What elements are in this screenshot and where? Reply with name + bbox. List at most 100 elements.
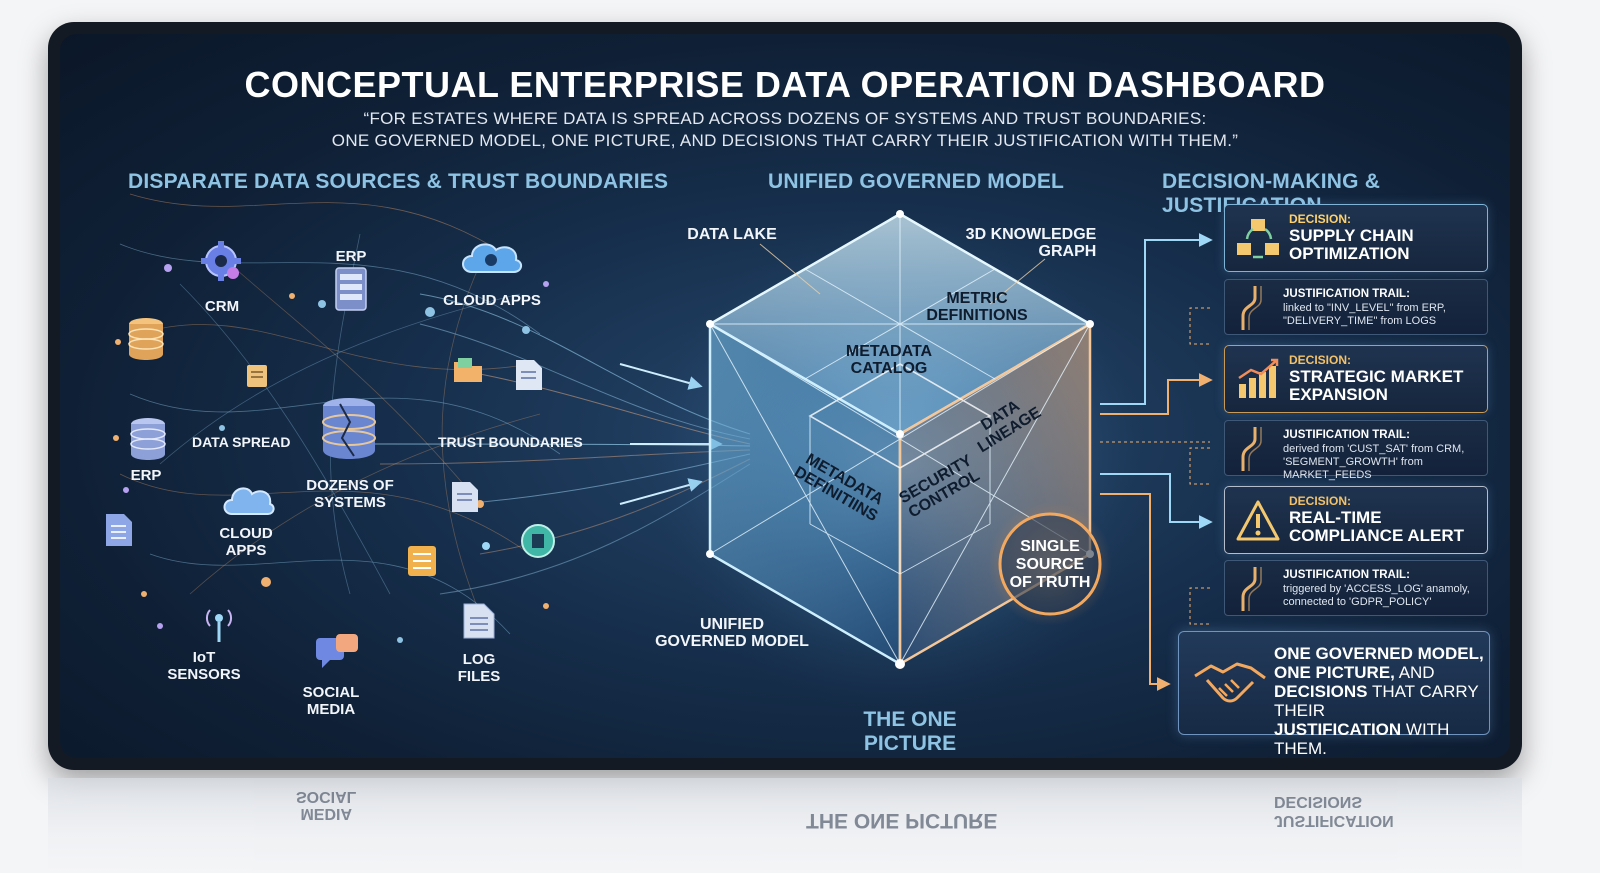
label-catalog-line-1: METADATA	[845, 343, 933, 360]
notes-icon	[408, 546, 436, 576]
database-icon-erp	[130, 418, 166, 460]
label-log-files: LOG FILES	[458, 651, 501, 685]
decision-title-line-1: SUPPLY CHAIN	[1289, 226, 1414, 245]
label-metric-definitions: METRIC DEFINITIONS	[926, 290, 1027, 324]
label-metric-line-1: METRIC	[946, 290, 1008, 307]
reflection-social-media: MEDIA SOCIAL	[296, 788, 356, 822]
diagram-artwork	[113, 193, 1213, 714]
decision-title: STRATEGIC MARKET EXPANSION	[1289, 368, 1484, 404]
reflection-summary: JUSTIFICATION DECISIONS	[1274, 792, 1394, 830]
trail-path-icon	[1241, 567, 1262, 611]
trail-text: linked to "INV_LEVEL" from ERP, "DELIVER…	[1283, 302, 1487, 328]
label-truth-line-2: SOURCE	[1015, 556, 1085, 573]
label-trust-boundaries: TRUST BOUNDARIES	[438, 434, 583, 450]
decision-kicker: DECISION:	[1289, 494, 1352, 508]
label-crm: CRM	[204, 298, 240, 315]
decision-connectors	[1100, 233, 1213, 691]
trail-text-line-2: connected to 'GDPR_POLICY'	[1283, 596, 1432, 608]
dashboard-panel: CONCEPTUAL ENTERPRISE DATA OPERATION DAS…	[60, 34, 1510, 758]
server-icon	[335, 267, 367, 311]
trail-kicker: JUSTIFICATION TRAIL:	[1283, 429, 1410, 441]
label-single-source-of-truth: SINGLE SOURCE OF TRUTH	[1010, 538, 1091, 592]
supply-chain-cycle-icon	[1237, 219, 1279, 259]
label-the-one-picture: THE ONE PICTURE	[863, 708, 957, 755]
summary-line-2: ONE PICTURE, AND	[1274, 663, 1486, 682]
decision-title-line-2: COMPLIANCE ALERT	[1289, 526, 1465, 545]
trail-path-icon	[1241, 286, 1262, 330]
gear-icon	[201, 241, 241, 281]
decision-kicker: DECISION:	[1289, 353, 1352, 367]
label-cloud-apps-top: CLOUD APPS	[443, 292, 541, 309]
small-document-icon	[247, 365, 267, 387]
reflection-one-picture: THE ONE PICTURE	[806, 809, 998, 832]
decision-title: REAL-TIME COMPLIANCE ALERT	[1289, 509, 1484, 545]
reflection-summary-line-3: DECISIONS	[1274, 793, 1363, 810]
label-ugm-line-1: UNIFIED	[699, 616, 764, 633]
decision-title-line-2: EXPANSION	[1289, 385, 1388, 404]
label-log-line-1: LOG	[462, 651, 496, 668]
summary-text: ONE GOVERNED MODEL, ONE PICTURE, AND DEC…	[1274, 644, 1486, 758]
monitor-frame: CONCEPTUAL ENTERPRISE DATA OPERATION DAS…	[48, 22, 1522, 770]
reflection-social-line-2: MEDIA	[300, 805, 352, 822]
summary-card[interactable]: ONE GOVERNED MODEL, ONE PICTURE, AND DEC…	[1178, 631, 1490, 758]
document-icon-right	[516, 360, 542, 390]
summary-line-2-rest: AND	[1394, 663, 1435, 682]
decision-card-supply-chain[interactable]: DECISION: SUPPLY CHAIN OPTIMIZATION	[1224, 204, 1488, 272]
label-kg-line-1: 3D KNOWLEDGE	[965, 226, 1097, 243]
decision-card-market-expansion[interactable]: DECISION: STRATEGIC MARKET EXPANSION	[1224, 345, 1488, 413]
trail-text-line-2: 'SEGMENT_GROWTH' from MARKET_FEEDS	[1283, 456, 1423, 481]
label-social-media: SOCIAL MEDIA	[303, 684, 360, 718]
label-catalog-line-2: CATALOG	[850, 360, 928, 377]
justification-trail-compliance-alert[interactable]: JUSTIFICATION TRAIL: triggered by 'ACCES…	[1224, 560, 1488, 616]
trail-kicker: JUSTIFICATION TRAIL:	[1283, 569, 1410, 581]
justification-trail-market-expansion[interactable]: JUSTIFICATION TRAIL: derived from 'CUST_…	[1224, 420, 1488, 481]
label-iot-line-1: IoT	[192, 649, 216, 666]
log-files-document-icon	[463, 603, 495, 639]
label-dozens-line-1: DOZENS OF	[306, 477, 394, 494]
justification-trail-supply-chain[interactable]: JUSTIFICATION TRAIL: linked to "INV_LEVE…	[1224, 279, 1488, 335]
trail-text-line-1: triggered by 'ACCESS_LOG' anamoly,	[1283, 583, 1470, 595]
decision-title-line-1: REAL-TIME	[1289, 508, 1382, 527]
label-iot-line-2: SENSORS	[167, 666, 241, 683]
column-heading-model: UNIFIED GOVERNED MODEL	[768, 170, 1065, 193]
summary-line-4-rest: WITH THEM.	[1274, 720, 1450, 758]
bar-chart-icon	[1238, 358, 1279, 398]
decision-title-line-1: STRATEGIC MARKET	[1289, 367, 1464, 386]
label-dozens-of-systems: DOZENS OF SYSTEMS	[306, 477, 394, 511]
trail-text-line-1: linked to "INV_LEVEL" from ERP,	[1283, 302, 1446, 314]
label-metric-line-2: DEFINITIONS	[926, 307, 1028, 324]
reflection-social-line-1: SOCIAL	[296, 788, 357, 805]
antenna-icon	[206, 609, 232, 642]
summary-line-3-rest: THAT CARRY THEIR	[1274, 682, 1479, 720]
decision-title-line-2: OPTIMIZATION	[1289, 244, 1410, 263]
cloud-apps-icon	[223, 487, 275, 515]
trail-text: triggered by 'ACCESS_LOG' anamoly, conne…	[1283, 583, 1487, 609]
summary-line-1: ONE GOVERNED MODEL,	[1274, 644, 1486, 663]
page-title: CONCEPTUAL ENTERPRISE DATA OPERATION DAS…	[244, 64, 1326, 105]
label-social-line-1: SOCIAL	[302, 684, 360, 701]
document-icon	[106, 514, 132, 546]
label-3d-knowledge-graph: 3D KNOWLEDGE GRAPH	[966, 226, 1097, 260]
label-unified-governed-model: UNIFIED GOVERNED MODEL	[655, 616, 809, 650]
trail-text-line-2: "DELIVERY_TIME" from LOGS	[1283, 315, 1437, 327]
subtitle-line-2: ONE GOVERNED MODEL, ONE PICTURE, AND DEC…	[331, 131, 1239, 150]
unified-model-cube	[650, 210, 1150, 714]
summary-line-1-bold: ONE GOVERNED MODEL,	[1274, 644, 1484, 663]
label-truth-line-3: OF TRUTH	[1009, 574, 1091, 591]
handshake-icon	[1194, 662, 1266, 703]
label-truth-line-1: SINGLE	[1020, 538, 1080, 555]
label-cloud-apps-line-2: APPS	[225, 542, 267, 559]
label-metadata-catalog: METADATA CATALOG	[846, 343, 932, 377]
label-iot-sensors: IoT SENSORS	[167, 649, 240, 683]
label-log-line-2: FILES	[457, 668, 501, 685]
folder-icon	[454, 358, 482, 382]
label-social-line-2: MEDIA	[306, 701, 356, 718]
document-icon-center	[452, 482, 478, 512]
decision-card-compliance-alert[interactable]: DECISION: REAL-TIME COMPLIANCE ALERT	[1224, 486, 1488, 554]
summary-line-2-bold: ONE PICTURE,	[1274, 663, 1395, 682]
decision-title: SUPPLY CHAIN OPTIMIZATION	[1289, 227, 1484, 263]
summary-line-4: JUSTIFICATION WITH THEM.	[1274, 720, 1486, 758]
label-dozens-line-2: SYSTEMS	[314, 494, 386, 511]
warning-icon	[1236, 500, 1280, 541]
